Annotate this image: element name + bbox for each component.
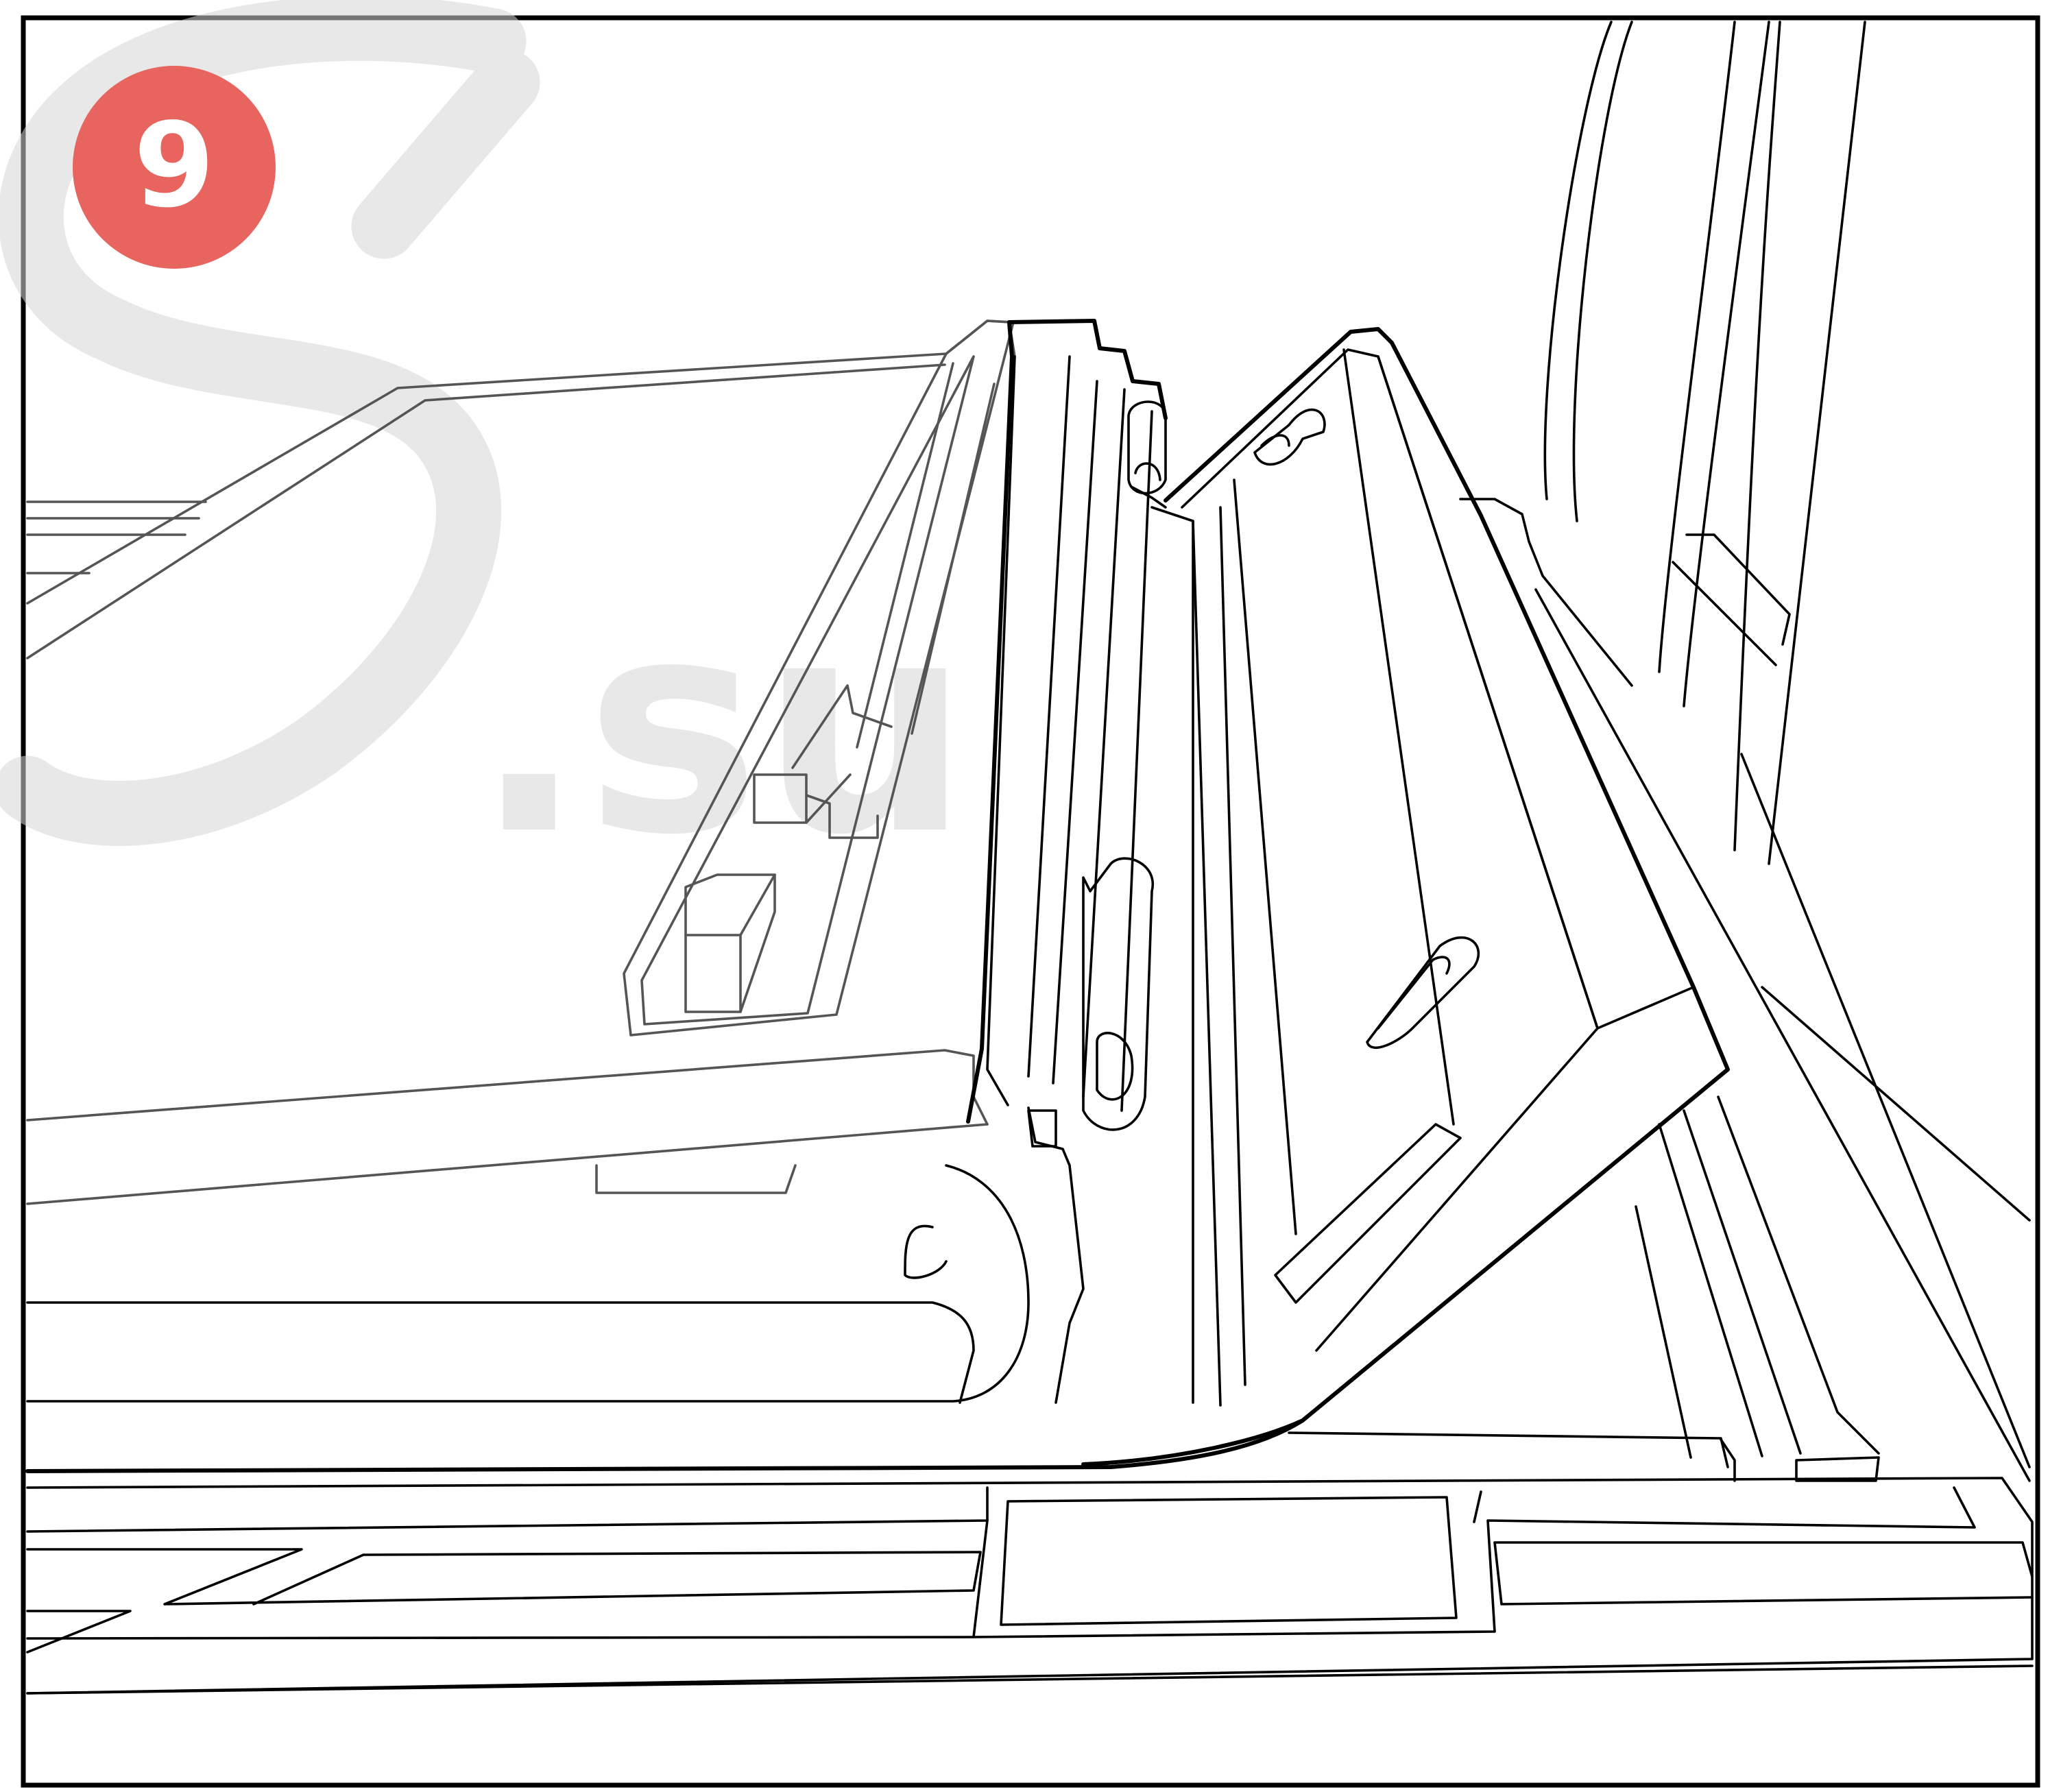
watermark-text: .su [473, 557, 970, 899]
watermark: .su [0, 0, 970, 899]
truck-cab [1459, 21, 2031, 1482]
bed-floor [25, 1164, 2034, 1695]
step-number-badge: 9 [73, 66, 276, 269]
bed-side-rail [966, 319, 1168, 1404]
tailgate [1081, 327, 1730, 1466]
step-badge-circle [73, 66, 276, 269]
step-number: 9 [134, 98, 215, 234]
panel-frame [21, 15, 2040, 1788]
